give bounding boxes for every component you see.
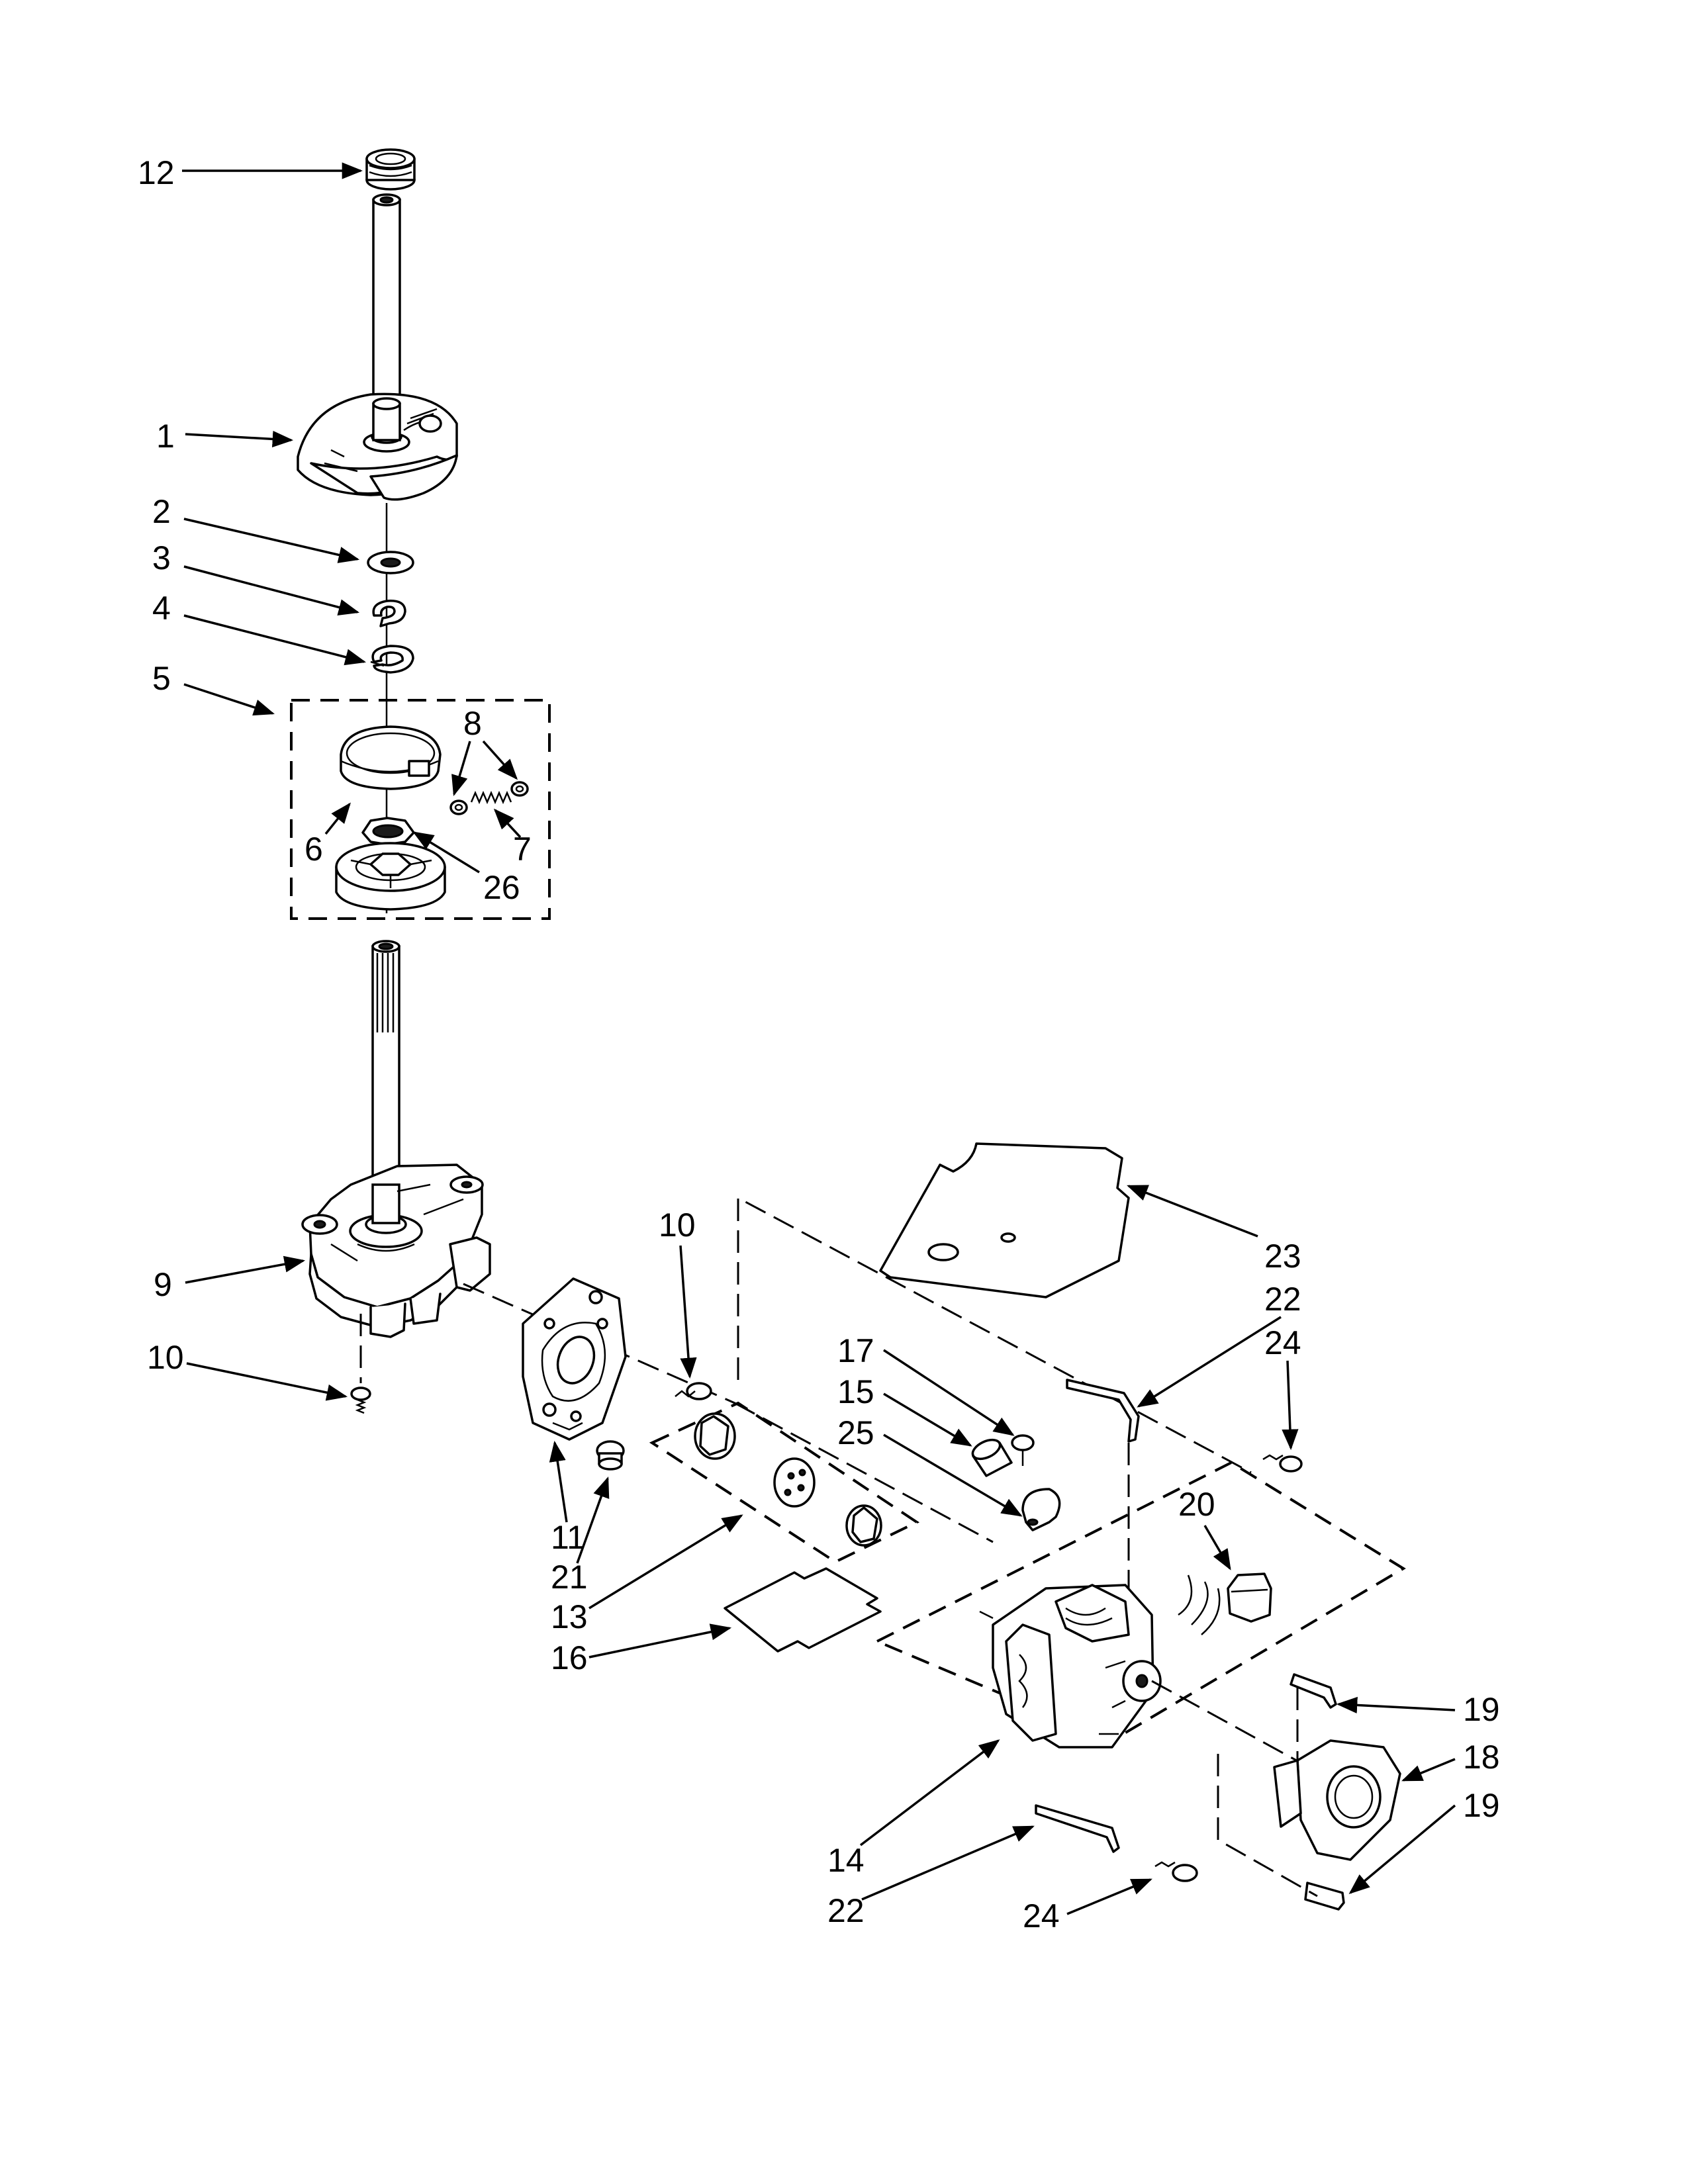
callout-24-lower: 24: [1023, 1897, 1060, 1934]
motor-part-14: [979, 1584, 1162, 1749]
coupling-axis-line-2: [734, 1402, 994, 1543]
callout-25: 25: [837, 1414, 874, 1451]
callout-10-left: 10: [147, 1339, 184, 1376]
callout-18: 18: [1463, 1739, 1500, 1776]
clip-part-19-lower: [1304, 1882, 1345, 1911]
clamp-part-25: [1021, 1488, 1061, 1531]
cover-guide-line: [1217, 1754, 1318, 1897]
leader-arrows: [182, 162, 1456, 1915]
callout-8: 8: [463, 705, 482, 742]
callout-21: 21: [551, 1559, 588, 1596]
screw-part-10-right: [675, 1382, 712, 1400]
callout-1: 1: [156, 418, 175, 455]
ring-part-26: [361, 817, 415, 846]
callout-9: 9: [154, 1266, 172, 1303]
clutch-hub: [335, 842, 446, 911]
switch-part-20: [1178, 1572, 1272, 1635]
callout-24-upper: 24: [1264, 1324, 1301, 1361]
callout-14: 14: [827, 1842, 865, 1879]
retaining-ring-part-4: [370, 645, 414, 674]
callout-23: 23: [1264, 1238, 1301, 1275]
mounting-plate-part-11: [522, 1277, 627, 1441]
rod-part-22-upper: [1066, 1379, 1140, 1602]
callout-6: 6: [305, 831, 323, 868]
callout-4: 4: [152, 590, 171, 627]
callout-3: 3: [152, 539, 171, 576]
callout-5: 5: [152, 660, 171, 697]
rod-part-22-lower: [1035, 1804, 1120, 1853]
washer-part-2: [367, 551, 414, 574]
callout-22-upper: 22: [1264, 1281, 1301, 1318]
callout-10-right: 10: [659, 1206, 696, 1244]
lower-spline-shaft: [371, 940, 400, 1186]
callout-17: 17: [837, 1332, 874, 1369]
callout-19-lower: 19: [1463, 1787, 1500, 1824]
callout-20: 20: [1178, 1486, 1215, 1523]
brake-cam-part-1: [297, 392, 458, 501]
coupler-part-13: [694, 1412, 882, 1547]
screw-part-17: [1011, 1434, 1035, 1466]
callout-13: 13: [551, 1598, 588, 1635]
shield-panel-part-23: [879, 1142, 1130, 1298]
clutch-kit-box-part-5: [290, 699, 551, 920]
bolt-part-21: [596, 1440, 625, 1471]
seal-part-12: [365, 148, 416, 191]
callout-15: 15: [837, 1373, 874, 1410]
clip-part-19-upper: [1289, 1673, 1337, 1770]
callout-26: 26: [483, 869, 520, 906]
motor-shaft-line: [1151, 1680, 1321, 1775]
gearcase-part-9: [301, 1163, 491, 1338]
callout-2: 2: [152, 493, 171, 530]
screw-part-10-left: [350, 1314, 371, 1414]
clip-part-3: [372, 600, 406, 627]
screw-part-24-upper: [1262, 1454, 1303, 1473]
callout-labels: 12 1 2 3 4 5 8 6 7 26 9 10 10 11 21 13 1…: [138, 154, 1500, 1934]
spring-part-7: [470, 790, 512, 805]
callout-19-upper: 19: [1463, 1691, 1500, 1728]
callout-16: 16: [551, 1639, 588, 1676]
clutch-band-part-6: [340, 725, 442, 790]
cover-part-18: [1273, 1739, 1401, 1861]
pad-part-16: [724, 1567, 882, 1653]
callout-11: 11: [551, 1519, 585, 1556]
spring-cap-part-8: [449, 781, 529, 815]
callout-7: 7: [513, 831, 532, 868]
callout-12: 12: [138, 154, 175, 191]
bushing-part-15: [971, 1438, 1013, 1477]
callout-22-lower: 22: [827, 1892, 865, 1929]
screw-part-24-lower: [1154, 1861, 1198, 1882]
